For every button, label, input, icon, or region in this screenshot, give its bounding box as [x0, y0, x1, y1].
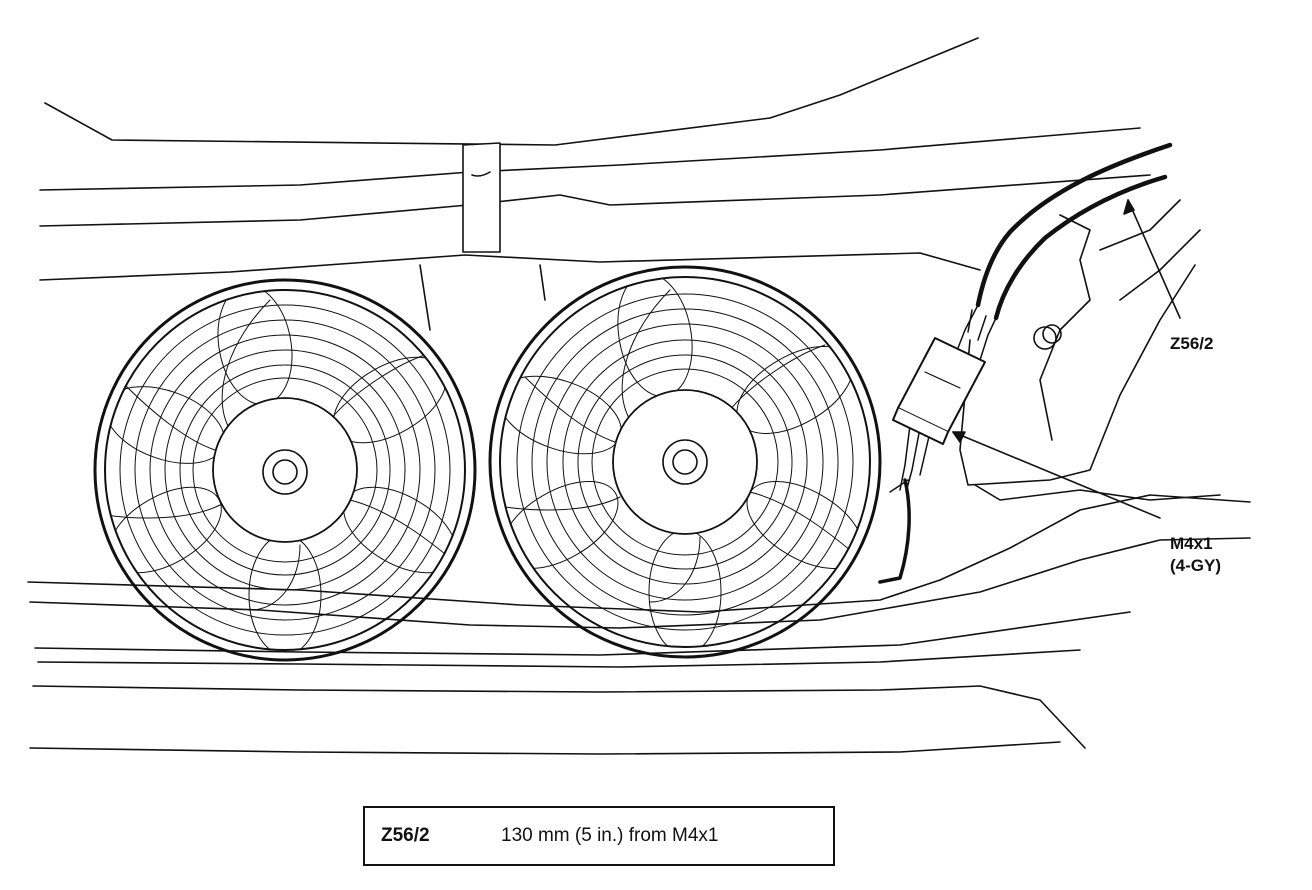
- callout-z56-2: Z56/2: [1170, 333, 1213, 355]
- caption-code: Z56/2: [381, 825, 430, 846]
- caption-text: 130 mm (5 in.) from M4x1: [501, 825, 719, 846]
- upper-body-panel: [39, 37, 1151, 331]
- caption-box: Z56/2 130 mm (5 in.) from M4x1: [363, 806, 835, 866]
- leader-m4x1: [952, 431, 1161, 519]
- lower-bumper-panel: [27, 494, 1251, 755]
- connector-m4x1: [892, 337, 986, 445]
- callout-m4x1-color: (4-GY): [1170, 556, 1221, 575]
- leader-z56-2: [1123, 199, 1181, 319]
- callout-m4x1-label: M4x1: [1170, 534, 1213, 553]
- harness-z56-2: [975, 142, 1173, 321]
- right-body-panel: [959, 199, 1221, 501]
- harness-pigtail: [889, 304, 997, 493]
- harness-lower-run: [878, 478, 911, 584]
- right-fan: [488, 265, 882, 659]
- callout-m4x1: M4x1 (4-GY): [1170, 533, 1221, 577]
- left-fan: [93, 278, 477, 662]
- center-bracket: [462, 142, 501, 253]
- callout-z56-2-label: Z56/2: [1170, 334, 1214, 353]
